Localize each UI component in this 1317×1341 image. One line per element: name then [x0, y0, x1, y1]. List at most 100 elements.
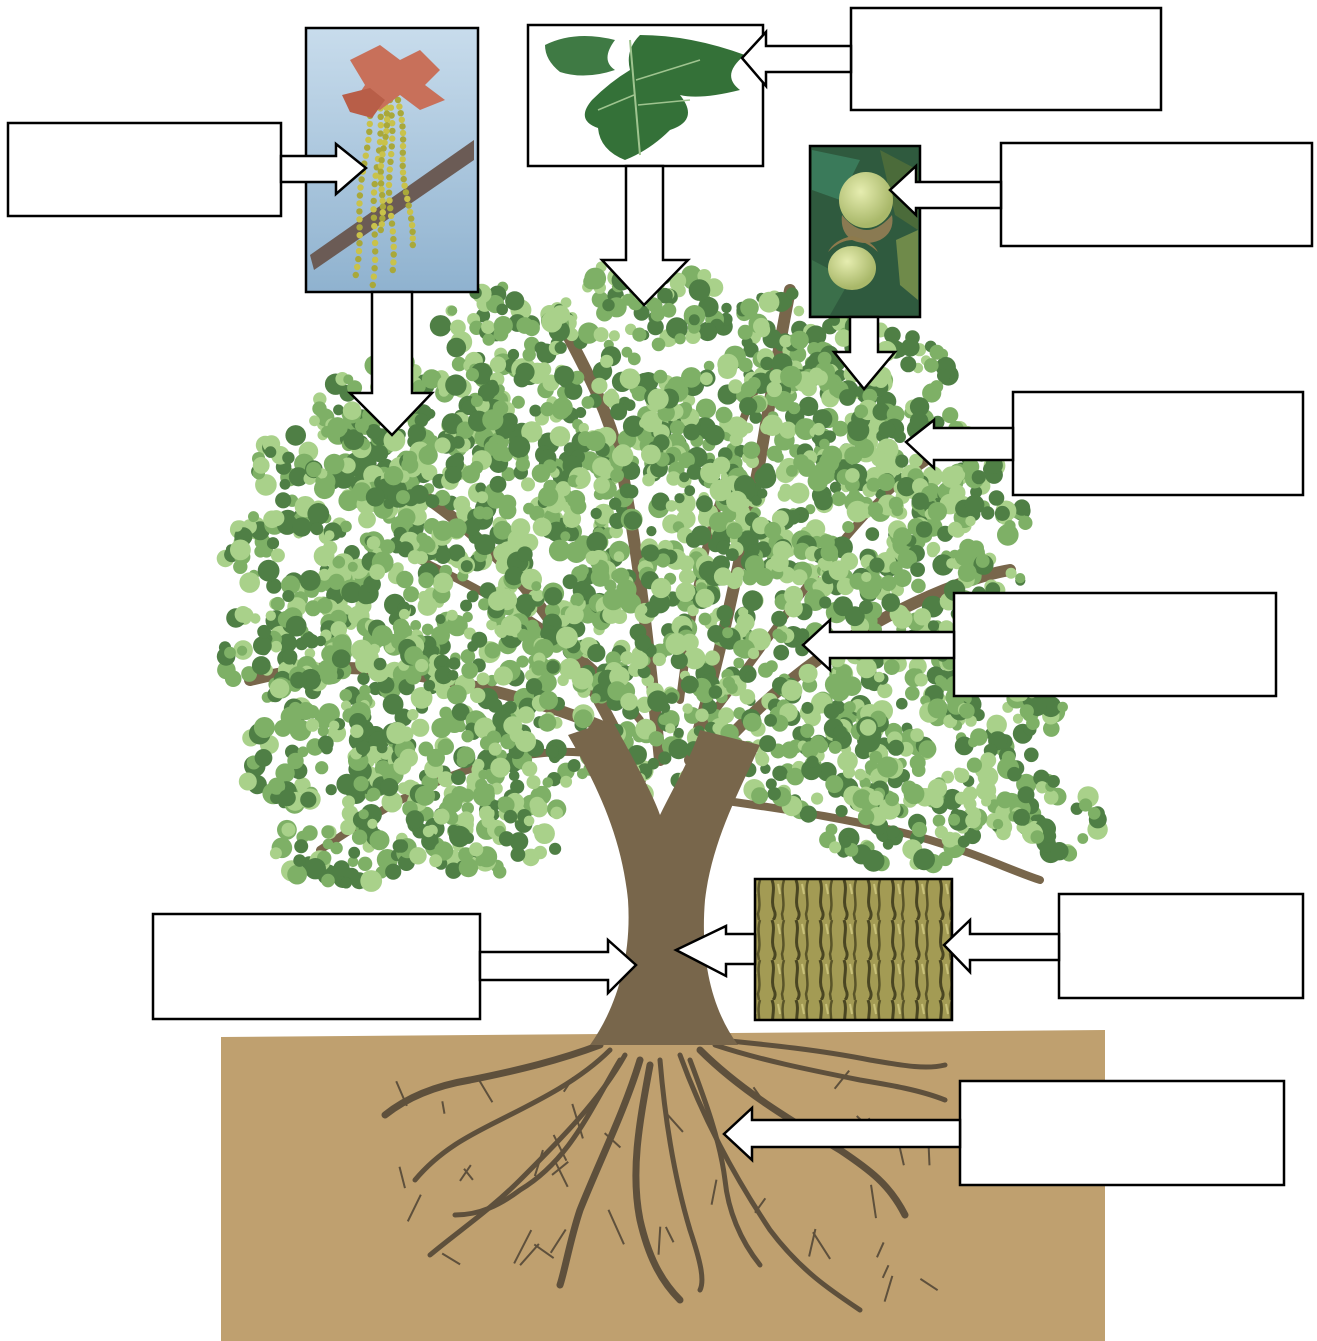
leaf-cluster	[275, 492, 292, 509]
catkin-bead	[399, 169, 407, 176]
leaf-cluster	[704, 424, 725, 446]
leaf-cluster	[835, 805, 848, 818]
leaf-cluster	[239, 572, 260, 593]
leaf-cluster	[624, 484, 639, 499]
leaf-cluster	[854, 387, 865, 398]
leaf-cluster	[279, 478, 291, 490]
leaf-cluster	[751, 787, 769, 805]
catkin-bead	[378, 221, 385, 228]
catkin-bead	[388, 143, 395, 150]
leaf-cluster	[331, 649, 351, 669]
leaf-cluster	[432, 572, 454, 593]
arrow-leaf-down	[599, 164, 691, 307]
leaf-cluster	[964, 494, 985, 515]
label-box-bark[interactable]	[1057, 892, 1305, 1000]
arrow-branch	[801, 617, 956, 673]
leaf-cluster	[253, 636, 272, 656]
leaf-cluster	[715, 406, 732, 424]
root	[632, 1061, 684, 1304]
leaf-cluster	[515, 457, 530, 472]
leaf-cluster	[313, 545, 335, 567]
leaf-cluster	[896, 477, 917, 497]
leaf-cluster	[422, 825, 435, 838]
leaf-cluster	[932, 814, 946, 827]
leaf-cluster	[819, 438, 830, 450]
leaf-cluster	[1043, 720, 1060, 737]
leaf-cluster	[842, 521, 855, 533]
leaf-cluster	[393, 622, 413, 641]
label-box-leaf[interactable]	[849, 6, 1163, 112]
leaf-cluster	[522, 348, 536, 362]
leaf-cluster	[651, 577, 672, 599]
leaf-cluster	[780, 365, 802, 388]
leaf-cluster	[798, 396, 819, 417]
leaf-cluster	[460, 599, 473, 612]
leaf-cluster	[858, 730, 881, 753]
leaf-cluster	[707, 625, 725, 643]
leaf-cluster	[701, 322, 717, 338]
leaf-cluster	[988, 490, 1005, 506]
leaf-cluster	[642, 473, 655, 487]
leaf-cluster	[962, 786, 978, 802]
leaf-cluster	[733, 657, 745, 669]
leaf-cluster	[517, 628, 530, 642]
leaf-cluster	[903, 783, 925, 805]
leaf-cluster	[493, 865, 507, 879]
leaf-cluster	[754, 466, 777, 489]
leaf-cluster	[732, 567, 745, 579]
root-hair	[441, 1252, 461, 1266]
leaf-cluster	[340, 520, 352, 533]
label-box-trunk[interactable]	[151, 912, 482, 1021]
leaf-cluster	[504, 566, 524, 586]
leaf-cluster	[380, 778, 399, 797]
leaf-cluster	[610, 468, 624, 483]
leaf-cluster	[718, 707, 735, 724]
label-box-catkin[interactable]	[6, 121, 283, 218]
leaf-cluster	[460, 788, 475, 803]
leaf-cluster	[343, 374, 354, 385]
leaf-cluster	[496, 303, 509, 316]
leaf-cluster	[739, 689, 756, 705]
leaf-cluster	[342, 401, 362, 421]
catkin-bead	[377, 180, 385, 187]
leaf-cluster	[357, 856, 373, 871]
label-box-acorn[interactable]	[999, 141, 1314, 248]
catkin-bead	[388, 150, 395, 158]
leaf-cluster	[888, 496, 904, 512]
leaf-cluster	[871, 451, 887, 467]
label-box-roots[interactable]	[958, 1079, 1286, 1187]
leaf-cluster	[329, 720, 340, 731]
leaf-cluster	[680, 675, 699, 694]
leaf-cluster	[881, 593, 900, 612]
leaf-cluster	[498, 494, 517, 512]
leaf-cluster	[396, 570, 414, 589]
leaf-cluster	[709, 479, 732, 502]
catkin-bead	[370, 206, 377, 213]
label-box-branch[interactable]	[952, 591, 1278, 698]
leaf-cluster	[534, 823, 555, 844]
leaf-cluster	[348, 846, 361, 859]
leaf-cluster	[376, 742, 388, 754]
leaf-cluster	[846, 500, 869, 523]
leaf-cluster	[549, 426, 571, 447]
leaf-cluster	[541, 311, 563, 333]
leaf-cluster	[798, 663, 818, 683]
leaf-cluster	[634, 634, 652, 651]
leaf-cluster	[285, 615, 307, 637]
catkin-bead	[394, 96, 402, 104]
leaf-cluster	[270, 640, 283, 653]
leaf-cluster	[590, 507, 602, 520]
root-hair	[571, 1103, 584, 1139]
leaf-cluster	[682, 569, 696, 584]
leaf-cluster	[679, 472, 690, 483]
leaf-cluster	[927, 698, 948, 719]
catkin-bead	[371, 180, 378, 188]
leaf-cluster	[407, 709, 419, 721]
leaf-cluster	[562, 574, 578, 590]
leaf-cluster	[270, 596, 285, 611]
leaf-cluster	[412, 379, 426, 394]
leaf-cluster	[435, 614, 446, 625]
leaf-cluster	[318, 568, 331, 581]
label-box-twig[interactable]	[1011, 390, 1305, 497]
leaf-cluster	[600, 354, 614, 368]
